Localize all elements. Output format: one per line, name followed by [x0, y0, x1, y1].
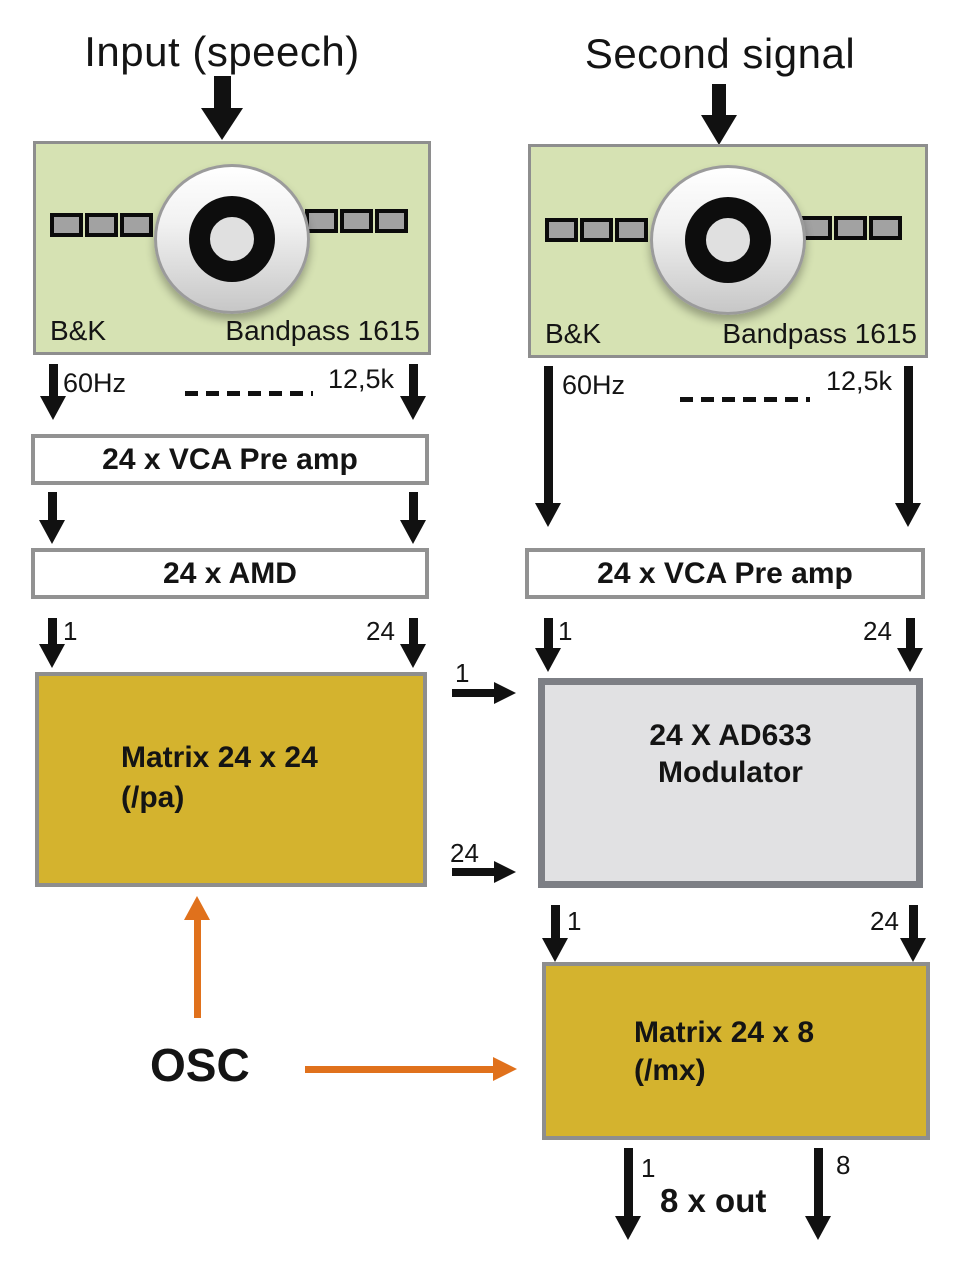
filter-scale-right — [305, 209, 408, 233]
filter-scale-cell — [545, 218, 578, 242]
filter-scale-cell — [305, 209, 338, 233]
amd-label: 24 x AMD — [163, 556, 297, 590]
freq-low-label-right: 60Hz — [562, 370, 626, 400]
filter-scale-cell — [869, 216, 902, 240]
matrix-24x24-address: (/pa) — [121, 781, 185, 814]
modulator-to-matrix-arrow-1 — [542, 905, 568, 962]
bandpass-panel-right: B&K Bandpass 1615 — [528, 144, 928, 358]
matrix-24x8-label: Matrix 24 x 8 — [634, 1016, 815, 1049]
vca-preamp-box-right: 24 x VCA Pre amp — [525, 548, 925, 599]
vca-to-modulator-arrow-24 — [897, 618, 923, 672]
freq-low-label-left: 60Hz — [63, 368, 127, 398]
knob-ring — [189, 196, 275, 282]
filter-scale-cell — [580, 218, 613, 242]
matrix-to-modulator-arrow-24 — [452, 861, 516, 883]
matrix-24x24-box: Matrix 24 x 24 (/pa) — [35, 672, 427, 887]
channel-1-label-right: 1 — [558, 616, 573, 646]
matrix-24x24-label: Matrix 24 x 24 — [121, 741, 318, 774]
vca-preamp-label-left: 24 x VCA Pre amp — [102, 442, 358, 476]
filter-knob — [154, 164, 310, 314]
output-arrow-8 — [805, 1148, 831, 1240]
cross-channel-1-label: 1 — [455, 658, 470, 688]
filter-scale-cell — [834, 216, 867, 240]
modulator-label-line1: 24 X AD633 — [649, 719, 812, 752]
bandpass-panel-left: B&K Bandpass 1615 — [33, 141, 431, 355]
output-label: 8 x out — [660, 1182, 767, 1219]
freq-high-arrow-right — [895, 366, 921, 527]
filter-scale-cell — [120, 213, 153, 237]
filter-scale-cell — [615, 218, 648, 242]
vca-to-modulator-arrow-1 — [535, 618, 561, 672]
input-signal-arrow — [201, 76, 243, 140]
brand-label: B&K — [545, 318, 602, 349]
matrix-24x8-box: Matrix 24 x 8 (/mx) — [542, 962, 930, 1140]
arrow-shaft — [213, 76, 231, 108]
output-arrow-1 — [615, 1148, 641, 1240]
mod-out-1-label: 1 — [567, 906, 582, 936]
freq-high-arrow-left — [400, 364, 426, 420]
filter-scale-cell — [340, 209, 373, 233]
cross-channel-24-label: 24 — [450, 838, 479, 868]
amd-to-matrix-arrow-1 — [39, 618, 65, 668]
second-signal-title: Second signal — [584, 30, 856, 77]
second-signal-arrow — [701, 84, 737, 145]
output-8-label: 8 — [836, 1150, 851, 1180]
freq-low-arrow-right — [535, 366, 561, 527]
knob-ring — [685, 197, 771, 283]
filter-scale-cell — [375, 209, 408, 233]
filter-knob — [650, 165, 806, 315]
amd-to-matrix-arrow-24 — [400, 618, 426, 668]
freq-high-label-left: 12,5k — [328, 364, 395, 394]
vca-preamp-label-right: 24 x VCA Pre amp — [597, 556, 853, 590]
device-label: Bandpass 1615 — [722, 318, 917, 349]
amd-box: 24 x AMD — [31, 548, 429, 599]
freq-low-arrow-left — [40, 364, 66, 420]
channel-24-label-left: 24 — [366, 616, 395, 646]
output-1-label: 1 — [641, 1153, 656, 1183]
input-speech-title: Input (speech) — [84, 28, 360, 75]
filter-scale-right — [799, 216, 902, 240]
osc-to-matrix24x8-arrow — [305, 1057, 517, 1081]
channel-24-label-right: 24 — [863, 616, 892, 646]
vca-preamp-box-left: 24 x VCA Pre amp — [31, 434, 429, 485]
osc-label: OSC — [150, 1039, 250, 1091]
modulator-box: 24 X AD633 Modulator — [538, 678, 923, 888]
filter-scale-left — [545, 218, 648, 242]
matrix-to-modulator-arrow-1 — [452, 682, 516, 704]
matrix-24x8-address: (/mx) — [634, 1054, 706, 1087]
modulator-label-line2: Modulator — [658, 756, 803, 789]
filter-scale-cell — [50, 213, 83, 237]
filter-scale-left — [50, 213, 153, 237]
channel-1-label-left: 1 — [63, 616, 78, 646]
vca-to-amd-arrow-first — [39, 492, 65, 544]
freq-high-label-right: 12,5k — [826, 366, 893, 396]
modulator-to-matrix-arrow-24 — [900, 905, 926, 962]
mod-out-24-label: 24 — [870, 906, 899, 936]
arrow-head — [201, 108, 243, 140]
vca-to-amd-arrow-last — [400, 492, 426, 544]
osc-to-matrix-arrow — [184, 896, 210, 1018]
filter-scale-cell — [85, 213, 118, 237]
freq-range-dashes-left — [185, 391, 313, 396]
device-label: Bandpass 1615 — [225, 315, 420, 346]
brand-label: B&K — [50, 315, 107, 346]
freq-range-dashes-right — [680, 397, 810, 402]
